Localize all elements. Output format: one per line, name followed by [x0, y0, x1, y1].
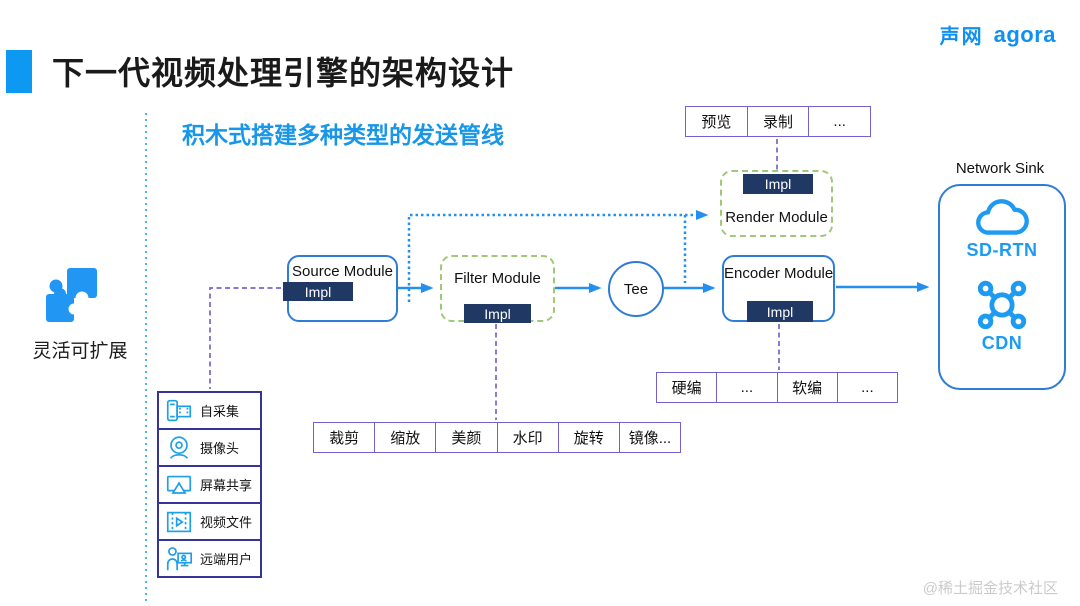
- agora-logo: 声网 agora: [940, 20, 1056, 49]
- list-item-video-file: 视频文件: [157, 502, 262, 541]
- encoder-module-label: Encoder Module: [724, 265, 834, 282]
- chip-rotate: 旋转: [557, 423, 619, 452]
- chip-mirror: 镜像...: [618, 423, 680, 452]
- list-item-label: 视频文件: [200, 515, 253, 530]
- chip-preview: 预览: [701, 114, 732, 131]
- cdn-network-icon: [977, 280, 1027, 330]
- dotted-route-to-render: [407, 210, 709, 302]
- cloud-icon: [976, 199, 1029, 235]
- chip-scale: 缩放: [374, 423, 435, 452]
- chip-record: 录制: [746, 107, 809, 136]
- filter-impls-row: 裁剪 缩放 美颜 水印 旋转 镜像...: [313, 422, 681, 453]
- feature-label: 灵活可扩展: [32, 341, 128, 362]
- render-module-label: Render Module: [725, 209, 828, 226]
- source-impl-box: Impl: [283, 282, 353, 301]
- list-item-self-capture: 自采集: [157, 391, 262, 430]
- screen-share-icon: [166, 475, 192, 494]
- encoder-impl-box: Impl: [747, 301, 813, 322]
- chip-more: ...: [836, 373, 897, 402]
- title-accent-square: [6, 50, 32, 93]
- list-item-label: 屏幕共享: [200, 478, 253, 493]
- network-sink-box: SD-RTN CDN: [938, 184, 1066, 390]
- render-targets-row: 预览 录制 ...: [685, 106, 871, 137]
- capture-source-list: 自采集 摄像头 屏幕共享 视频文件: [157, 391, 262, 578]
- network-sink-label: Network Sink: [955, 160, 1045, 177]
- list-item-camera: 摄像头: [157, 428, 262, 467]
- chip-hw-encode: 硬编: [671, 380, 702, 397]
- list-item-screen-share: 屏幕共享: [157, 465, 262, 504]
- list-item-label: 远端用户: [200, 552, 253, 567]
- chip-beauty: 美颜: [435, 423, 496, 452]
- encoder-impls-row: 硬编 ... 软编 ...: [656, 372, 898, 403]
- tee-node: Tee: [608, 261, 664, 317]
- puzzle-icon: [46, 268, 97, 322]
- list-item-remote-user: 远端用户: [157, 539, 262, 578]
- dash-capture-to-source-impl: [209, 287, 281, 389]
- webcam-icon: [169, 435, 189, 459]
- chip-crop: 裁剪: [329, 430, 360, 447]
- logo-cn-text: 声网: [939, 26, 984, 48]
- encoder-module: Encoder Module Impl: [722, 255, 835, 322]
- logo-en-text: agora: [993, 21, 1056, 47]
- sd-rtn-label: SD-RTN: [966, 240, 1038, 260]
- watermark: @稀土掘金技术社区: [922, 580, 1058, 597]
- cdn-label: CDN: [981, 333, 1023, 353]
- list-item-label: 摄像头: [200, 441, 240, 456]
- source-module: Source Module Impl: [283, 255, 398, 322]
- tee-label: Tee: [623, 280, 649, 298]
- video-file-icon: [166, 511, 192, 532]
- chip-watermark: 水印: [496, 423, 558, 452]
- section-subtitle: 积木式搭建多种类型的发送管线: [182, 122, 504, 148]
- filter-impl-box: Impl: [464, 304, 531, 323]
- film-cartridge-icon: [166, 399, 192, 421]
- filter-module: Filter Module Impl: [440, 255, 555, 323]
- render-module: Impl Render Module: [720, 170, 833, 237]
- remote-user-icon: [166, 546, 193, 570]
- source-module-label: Source Module: [292, 263, 393, 280]
- list-item-label: 自采集: [200, 404, 240, 419]
- chip-more: ...: [808, 107, 870, 136]
- chip-more: ...: [716, 373, 776, 402]
- chip-sw-encode: 软编: [776, 373, 837, 402]
- render-impl-box: Impl: [743, 174, 813, 194]
- page-title: 下一代视频处理引擎的架构设计: [52, 55, 515, 91]
- filter-module-label: Filter Module: [454, 270, 541, 287]
